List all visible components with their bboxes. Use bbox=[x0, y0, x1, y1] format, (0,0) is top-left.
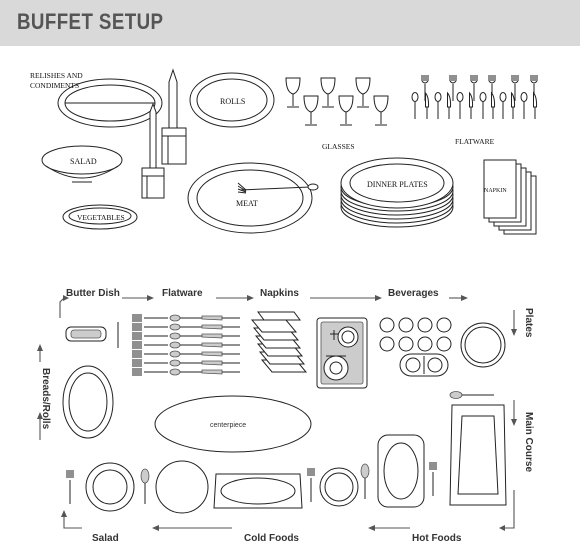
vegetables-label: VEGETABLES bbox=[77, 213, 125, 222]
header-bar: BUFFET SETUP bbox=[0, 0, 580, 46]
beverage-urn-tray bbox=[316, 317, 368, 389]
meat-label: MEAT bbox=[236, 199, 258, 208]
flow-arrows bbox=[37, 295, 517, 531]
cold-foods bbox=[213, 467, 359, 509]
breads-rolls-label: Breads/Rolls bbox=[40, 368, 51, 430]
flatware-top-group bbox=[411, 74, 538, 120]
centerpiece-label: centerpiece bbox=[210, 422, 246, 429]
napkins-stack bbox=[250, 311, 308, 373]
meat-platter bbox=[187, 162, 319, 234]
hot-foods bbox=[360, 434, 437, 508]
main-course-label: Main Course bbox=[523, 412, 534, 472]
condiments-label: CONDIMENTS bbox=[30, 81, 79, 90]
glasses-label: GLASSES bbox=[322, 142, 355, 151]
beverage-cups bbox=[379, 317, 452, 377]
flatware-flow-label: Flatware bbox=[162, 288, 203, 299]
candle-right bbox=[161, 68, 187, 165]
napkin-stack bbox=[483, 159, 537, 235]
beverages-label: Beverages bbox=[388, 288, 439, 299]
salad-area bbox=[66, 460, 209, 514]
vegetables-dish bbox=[62, 204, 138, 230]
main-course-platter bbox=[449, 404, 507, 506]
relishes-tray bbox=[57, 78, 163, 128]
napkins-label: Napkins bbox=[260, 288, 299, 299]
flatware-label: FLATWARE bbox=[455, 137, 495, 146]
salad-flow-label: Salad bbox=[92, 533, 119, 544]
dinner-plates-label: DINNER PLATES bbox=[367, 180, 428, 189]
plates-stack bbox=[460, 322, 506, 368]
rolls-label: ROLLS bbox=[220, 97, 245, 106]
breads-platter bbox=[62, 365, 114, 439]
salad-bowl bbox=[41, 145, 123, 183]
salad-label: SALAD bbox=[70, 157, 97, 166]
glasses-group bbox=[285, 77, 389, 126]
napkin-label: NAPKIN bbox=[484, 188, 507, 194]
relishes-label: RELISHES AND bbox=[30, 71, 83, 80]
page-title: BUFFET SETUP bbox=[17, 9, 164, 34]
cold-foods-label: Cold Foods bbox=[244, 533, 299, 544]
plates-label: Plates bbox=[523, 308, 534, 338]
main-course-spoon bbox=[449, 391, 494, 399]
centerpiece bbox=[154, 395, 312, 453]
butter-dish-label: Butter Dish bbox=[66, 288, 120, 299]
dinner-plates-stack bbox=[340, 157, 454, 228]
flatware-rows bbox=[131, 314, 241, 376]
rolls-platter bbox=[189, 72, 275, 128]
candle-left bbox=[141, 102, 165, 199]
butter-dish bbox=[65, 322, 119, 348]
hot-foods-label: Hot Foods bbox=[412, 533, 462, 544]
